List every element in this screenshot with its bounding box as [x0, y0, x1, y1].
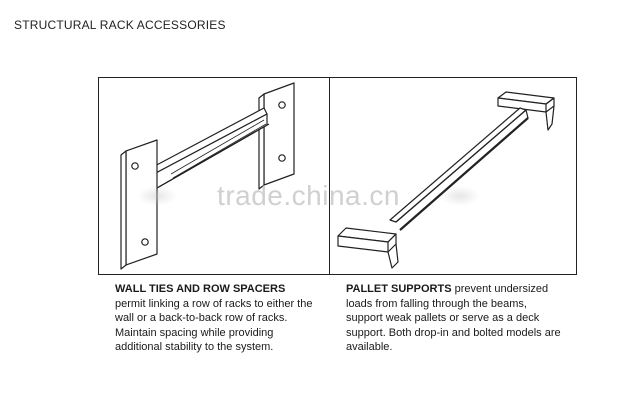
wall-ties-caption: WALL TIES AND ROW SPACERS permit linking… — [115, 282, 315, 355]
wall-ties-description: permit linking a row of racks to either … — [115, 297, 313, 354]
pallet-supports-description: prevent undersized loads from falling th… — [346, 283, 561, 353]
pallet-supports-caption: PALLET SUPPORTS prevent undersized loads… — [346, 282, 566, 355]
page-title: STRUCTURAL RACK ACCESSORIES — [14, 18, 226, 32]
figure-frame — [98, 77, 577, 275]
wall-ties-heading: WALL TIES AND ROW SPACERS — [115, 283, 286, 295]
pallet-support-illustration — [330, 78, 576, 275]
wall-tie-illustration — [99, 78, 329, 275]
figure-divider — [329, 77, 330, 275]
pallet-supports-heading: PALLET SUPPORTS — [346, 283, 452, 295]
